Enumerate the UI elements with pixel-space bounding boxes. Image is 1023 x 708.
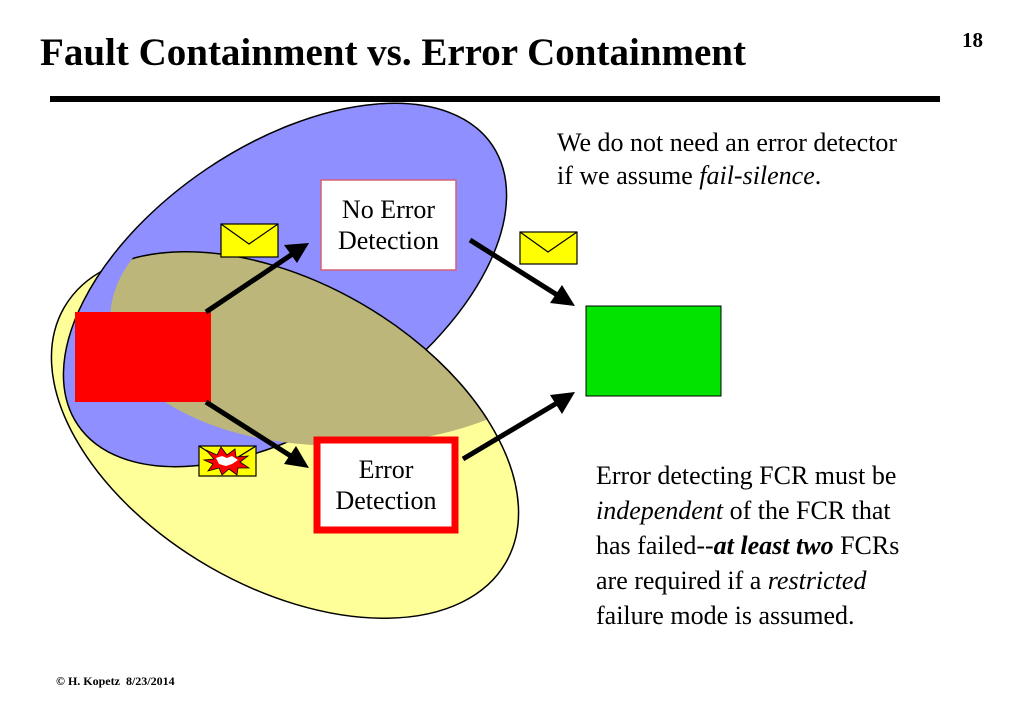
slide-title: Fault Containment vs. Error Containment [40, 31, 746, 74]
error-detection-line2: Detection [335, 486, 437, 515]
error-detection-line1: Error [358, 455, 414, 484]
no-error-detection-label: No Error Detection [321, 180, 456, 270]
arrowhead-noerror [284, 243, 309, 263]
note-line3: has failed--at least two FCRs [596, 531, 900, 560]
error-detection-label: Error Detection [317, 440, 455, 530]
page-number: 18 [962, 28, 983, 52]
note-line2: independent of the FCR that [596, 496, 891, 525]
note-line1: Error detecting FCR must be [596, 461, 897, 490]
note-independent-fcr: Error detecting FCR must be independent … [596, 458, 996, 633]
title-underline [50, 96, 940, 102]
arrow-faulty-to-noerror [204, 248, 299, 315]
arrow-faulty-to-error [204, 399, 299, 463]
arrow-noerror-to-receiver [468, 237, 564, 301]
note-line5: failure mode is assumed. [596, 601, 855, 630]
arrow-error-to-receiver [461, 397, 564, 462]
arrowhead-error [284, 446, 309, 468]
corrupted-message-icon [198, 445, 257, 477]
note-fail-silence-line2: if we assume fail-silence. [557, 161, 822, 190]
faulty-node [75, 312, 211, 402]
message-envelope-icon [220, 223, 279, 258]
receiver-node [585, 305, 722, 397]
note-line4: are required if a restricted [596, 566, 867, 595]
note-fail-silence: We do not need an error detector if we a… [557, 126, 997, 192]
arrowhead-receiver-top [550, 285, 575, 306]
no-error-detection-line2: Detection [337, 226, 440, 255]
footer-copyright: © H. Kopetz 8/23/2014 [56, 674, 175, 688]
arrowhead-receiver-bottom [550, 392, 575, 414]
no-error-detection-box [320, 179, 457, 271]
no-error-detection-line1: No Error [341, 195, 436, 224]
error-detection-box [313, 436, 459, 534]
note-fail-silence-line1: We do not need an error detector [557, 128, 898, 157]
message-envelope-icon [519, 231, 578, 265]
